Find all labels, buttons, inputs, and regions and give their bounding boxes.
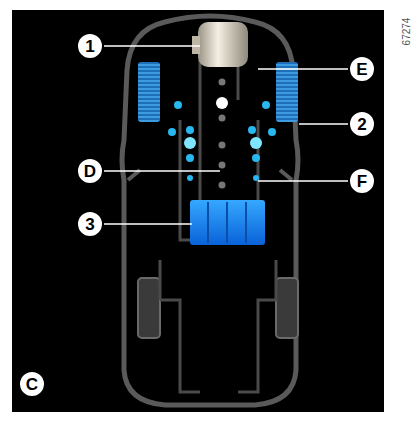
figure-reference: 67274 [401, 18, 412, 46]
coolant-dots [184, 137, 262, 149]
electric-motor [198, 22, 248, 67]
battery-modules [208, 202, 246, 243]
front-heat-exchanger [276, 62, 298, 122]
view-letter: C [18, 370, 46, 398]
background [12, 10, 384, 412]
rear-wheel [138, 278, 160, 338]
callout-number: 2 [348, 110, 376, 138]
callout-number: 3 [76, 210, 104, 238]
callout-letter: D [76, 157, 104, 185]
coolant-dots [219, 79, 226, 189]
traction-battery [190, 200, 265, 245]
leader-line [104, 46, 348, 224]
car-body [122, 16, 298, 405]
rear-wheel [276, 278, 298, 338]
pump-dot [216, 97, 228, 109]
coolant-dots [168, 101, 276, 181]
electric-motor [192, 36, 200, 54]
callout-letter: E [348, 55, 376, 83]
front-heat-exchanger [138, 62, 160, 122]
coolant-pipes [160, 60, 276, 392]
callout-number: 1 [76, 32, 104, 60]
callout-letter: F [348, 167, 376, 195]
